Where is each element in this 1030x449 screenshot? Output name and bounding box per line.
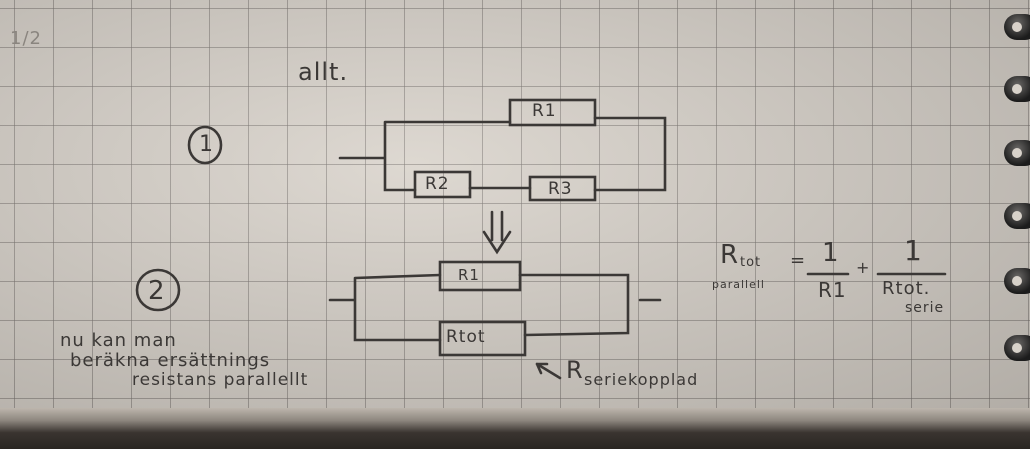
resistor-r2-label: R2 [425,174,450,194]
circle-step-2 [135,268,181,312]
formula-lhs-under: parallell [712,278,765,291]
formula-num1: 1 [822,238,840,268]
resistor-rtot-box [438,320,527,357]
annotation-seriekopplad: seriekopplad [584,370,699,389]
formula-den2-sub: serie [905,300,945,316]
resistor-r1-box-2 [438,260,522,292]
formula-lhs-sub: tot [740,255,762,270]
page-marker: 1/2 [10,28,42,49]
resistor-r3-box [528,175,597,202]
down-arrow-icon [482,210,512,255]
circle-step-1 [187,125,223,165]
resistor-r1-box [508,98,597,127]
annotation-r: R [566,356,584,384]
formula-lhs: R [720,240,740,270]
note-line-2: beräkna ersättnings [70,350,271,371]
circuit-2-wires [328,273,662,342]
resistor-r1-label-2: R1 [458,266,480,284]
formula-den2: Rtot. [882,278,931,299]
notebook-edge [0,408,1030,449]
step-2-label: 2 [148,276,166,306]
resistor-rtot-label: Rtot [446,327,486,347]
binder-ring [1004,268,1030,294]
annotation-arrow-icon [535,362,562,380]
grid-paper [0,0,1030,412]
lighting-shade [0,0,1030,412]
note-line-3: resistans parallellt [132,370,309,390]
formula-equals: = [790,250,807,271]
resistor-r3-label: R3 [548,179,573,199]
circuit-1-wires [338,116,667,192]
resistor-r1-label: R1 [532,101,557,121]
heading-allt: allt. [298,58,349,86]
binder-ring [1004,335,1030,361]
binder-ring [1004,140,1030,166]
formula-plus: + [856,258,871,277]
resistor-r2-box [413,170,472,199]
binder-ring [1004,14,1030,40]
binder-ring [1004,76,1030,102]
formula-num2: 1 [904,234,923,267]
binder-ring [1004,203,1030,229]
step-1-label: 1 [199,132,214,157]
formula-den1: R1 [818,278,847,302]
note-line-1: nu kan man [60,330,177,351]
